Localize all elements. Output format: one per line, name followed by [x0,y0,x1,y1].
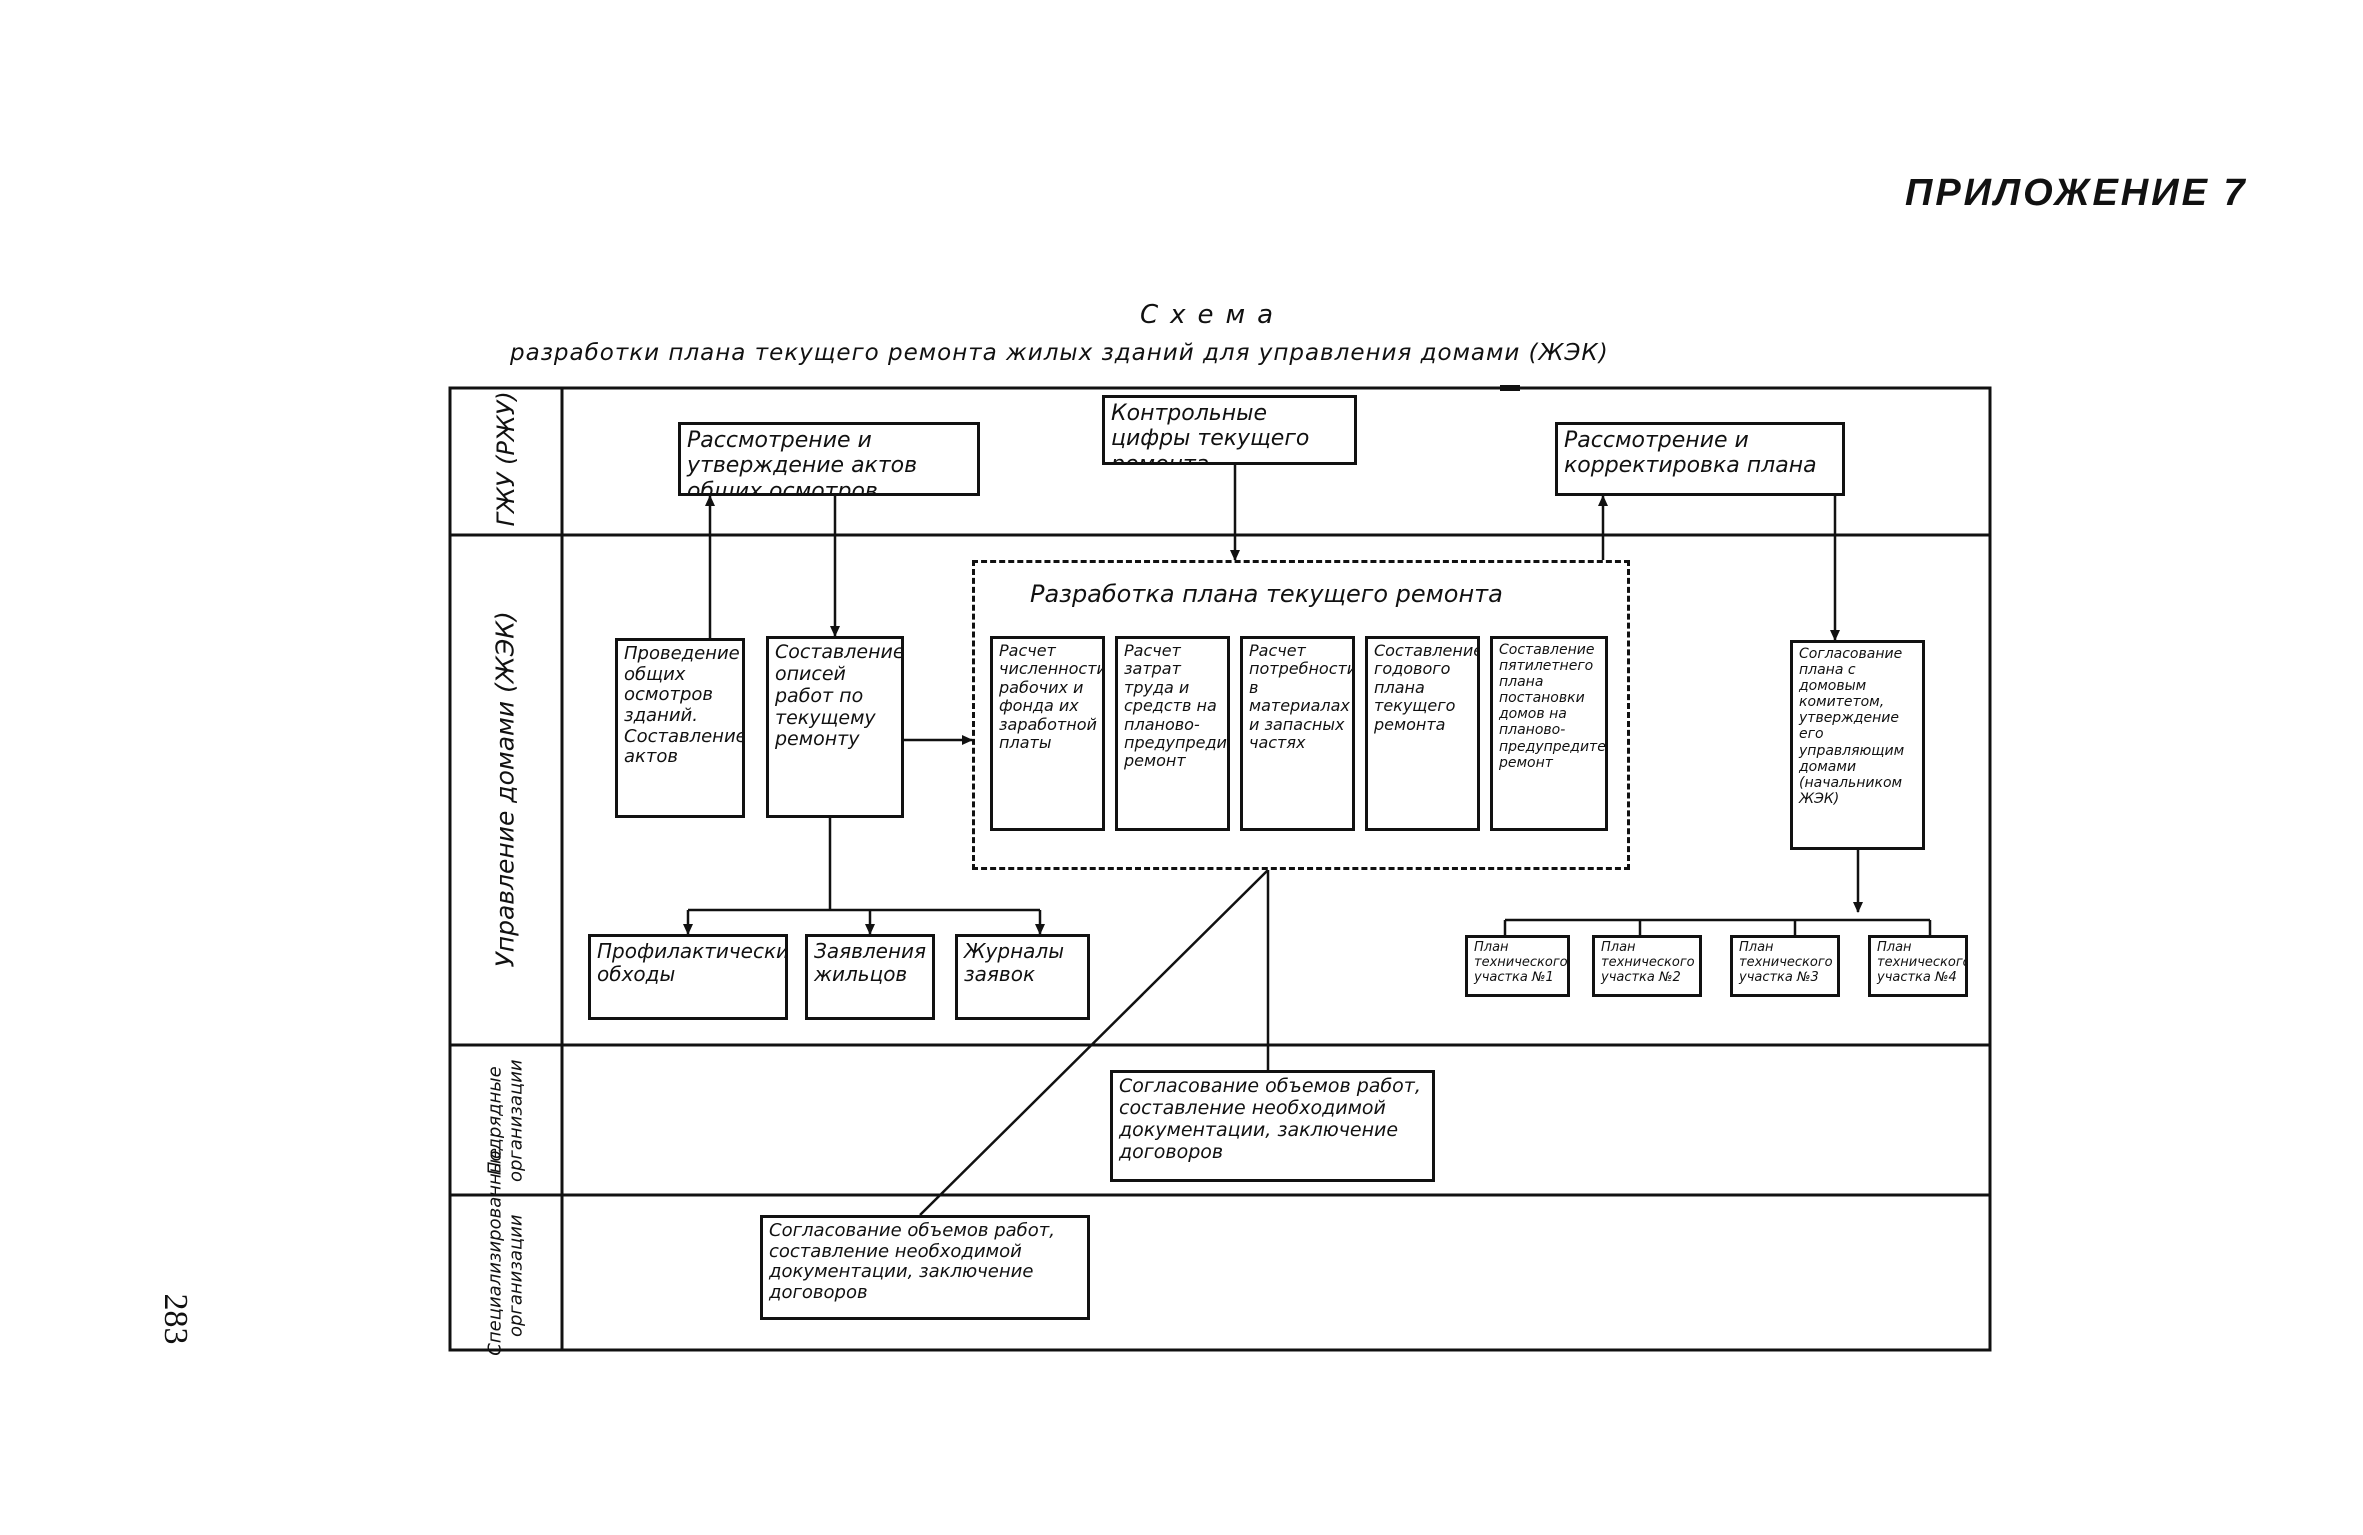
calc-workers-box: Расчет численности рабочих и фонда их за… [990,636,1105,831]
five-year-plan-box: Составление пятилетнего плана постановки… [1490,636,1608,831]
lane-label-specialized: Специализированные организации [484,1147,526,1356]
annual-plan-box: Составление годового плана текущего ремо… [1365,636,1480,831]
request-logs-box: Журналы заявок [955,934,1090,1020]
calc-labor-box: Расчет затрат труда и средств на планово… [1115,636,1230,831]
lane-label-zhek: Управление домами (ЖЭК) [490,611,520,968]
preventive-rounds-box: Профилактические обходы [588,934,788,1020]
site-plan-2-box: План технического участка №2 [1592,935,1702,997]
appendix-title: ПРИЛОЖЕНИЕ 7 [1905,172,2248,214]
site-plan-1-box: План технического участка №1 [1465,935,1570,997]
review-acts-box: Рассмотрение и утверждение актов общих о… [678,422,980,496]
diagram-subtitle: разработки плана текущего ремонта жилых … [510,340,1609,366]
diagram-frame [448,386,1992,1352]
control-figures-box: Контрольные цифры текущего ремонта [1102,395,1357,465]
site-plan-4-box: План технического участка №4 [1868,935,1968,997]
site-plan-3-box: План технического участка №3 [1730,935,1840,997]
specialized-agreement-box: Согласование объемов работ, составление … [760,1215,1090,1320]
agreement-committee-box: Согласование плана с домовым комитетом, … [1790,640,1925,850]
resident-claims-box: Заявления жильцов [805,934,935,1020]
review-plan-box: Рассмотрение и корректировка плана [1555,422,1845,496]
plan-development-group [972,560,1630,870]
calc-materials-box: Расчет потребности в материалах и запасн… [1240,636,1355,831]
inventories-box: Составление описей работ по текущему рем… [766,636,904,818]
contractor-agreement-box: Согласование объемов работ, составление … [1110,1070,1435,1182]
lane-label-gzhu: ГЖУ (РЖУ) [492,391,521,527]
diagram-title: Схема [1140,300,1286,330]
connector-line [919,869,1269,1216]
inspections-box: Проведение общих осмотров зданий. Состав… [615,638,745,818]
plan-dev-title: Разработка плана текущего ремонта [1030,580,1503,608]
page-number: 283 [157,1293,194,1345]
